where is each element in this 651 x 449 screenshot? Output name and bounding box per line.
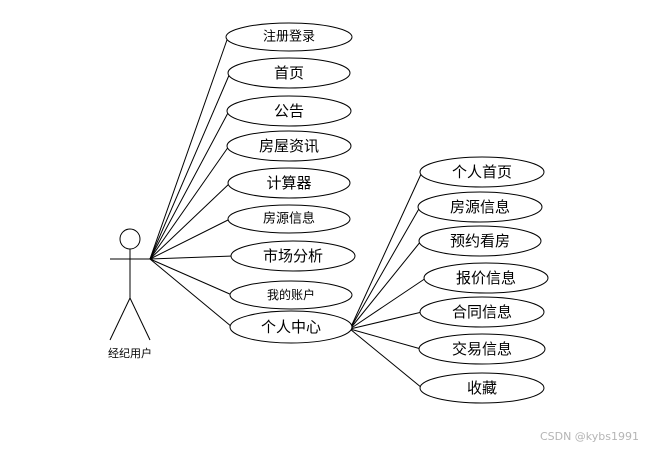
- line-actor-to-register-login: [149, 36, 229, 260]
- line-personal-center-to-transaction-info: [349, 328, 422, 350]
- use-case-ellipse: [230, 240, 356, 272]
- use-case-announcement: 公告: [226, 95, 352, 127]
- use-case-ellipse: [418, 225, 542, 257]
- line-personal-center-to-quote-info: [349, 277, 427, 330]
- use-case-ellipse: [419, 156, 545, 188]
- actor-right-leg: [129, 297, 151, 341]
- line-personal-center-to-favorites: [349, 328, 423, 389]
- sub-use-case-quote-info: 报价信息: [423, 262, 549, 294]
- line-personal-center-to-personal-home: [349, 171, 423, 330]
- use-case-ellipse: [423, 262, 549, 294]
- line-actor-to-personal-center: [149, 258, 233, 328]
- use-case-ellipse: [419, 372, 545, 404]
- use-case-ellipse: [226, 95, 352, 127]
- use-case-ellipse: [229, 310, 353, 344]
- watermark: CSDN @kybs1991: [539, 430, 639, 443]
- use-case-housing-news: 房屋资讯: [226, 130, 352, 162]
- line-personal-center-to-book-viewing: [349, 240, 422, 330]
- use-case-label: 我的账户: [267, 287, 315, 302]
- actor-left-leg: [109, 297, 131, 341]
- line-personal-center-to-listing-info: [349, 206, 421, 330]
- use-case-my-account: 我的账户: [229, 280, 353, 310]
- use-case-label: 公告: [274, 102, 304, 120]
- sub-use-case-favorites: 收藏: [419, 372, 545, 404]
- use-case-ellipse: [226, 130, 352, 162]
- use-case-ellipse: [225, 22, 353, 52]
- use-case-label: 收藏: [467, 379, 497, 397]
- line-actor-to-home: [149, 72, 231, 260]
- use-case-listing-info: 房源信息: [227, 204, 351, 234]
- line-actor-to-my-account: [149, 258, 233, 296]
- use-case-calculator: 计算器: [227, 167, 351, 199]
- use-case-label: 个人首页: [452, 163, 512, 181]
- use-case-label: 房源信息: [450, 198, 510, 216]
- use-case-home: 首页: [227, 57, 351, 89]
- use-case-label: 注册登录: [263, 30, 315, 45]
- use-case-register-login: 注册登录: [225, 22, 353, 52]
- use-case-label: 市场分析: [263, 247, 323, 265]
- line-actor-to-housing-news: [149, 145, 230, 260]
- use-case-ellipse: [227, 204, 351, 234]
- sub-use-case-transaction-info: 交易信息: [418, 333, 546, 365]
- use-case-label: 房屋资讯: [259, 137, 319, 155]
- use-case-label: 合同信息: [452, 303, 512, 321]
- use-case-ellipse: [227, 167, 351, 199]
- actor-head: [119, 228, 141, 250]
- use-case-label: 个人中心: [261, 318, 321, 336]
- line-personal-center-to-contract-info: [349, 311, 423, 330]
- use-case-personal-center: 个人中心: [229, 310, 353, 344]
- actor-label: 经纪用户: [108, 346, 152, 360]
- use-case-label: 交易信息: [452, 340, 512, 358]
- use-case-ellipse: [229, 280, 353, 310]
- use-case-ellipse: [227, 57, 351, 89]
- sub-use-case-listing-info: 房源信息: [417, 191, 543, 223]
- line-actor-to-calculator: [149, 182, 231, 260]
- line-actor-to-announcement: [149, 110, 230, 260]
- use-case-label: 预约看房: [450, 232, 510, 250]
- use-case-market-analysis: 市场分析: [230, 240, 356, 272]
- use-case-ellipse: [419, 296, 545, 328]
- use-case-ellipse: [417, 191, 543, 223]
- association-lines: [149, 36, 427, 389]
- actor-figure: [109, 228, 151, 341]
- use-case-label: 房源信息: [263, 211, 315, 227]
- sub-use-case-book-viewing: 预约看房: [418, 225, 542, 257]
- use-case-ellipse: [418, 333, 546, 365]
- line-actor-to-listing-info: [149, 218, 231, 260]
- use-case-label: 首页: [274, 64, 304, 82]
- use-case-label: 报价信息: [456, 269, 516, 287]
- line-actor-to-market-analysis: [149, 255, 234, 260]
- sub-use-case-personal-home: 个人首页: [419, 156, 545, 188]
- use-case-label: 计算器: [266, 174, 311, 192]
- sub-use-case-contract-info: 合同信息: [419, 296, 545, 328]
